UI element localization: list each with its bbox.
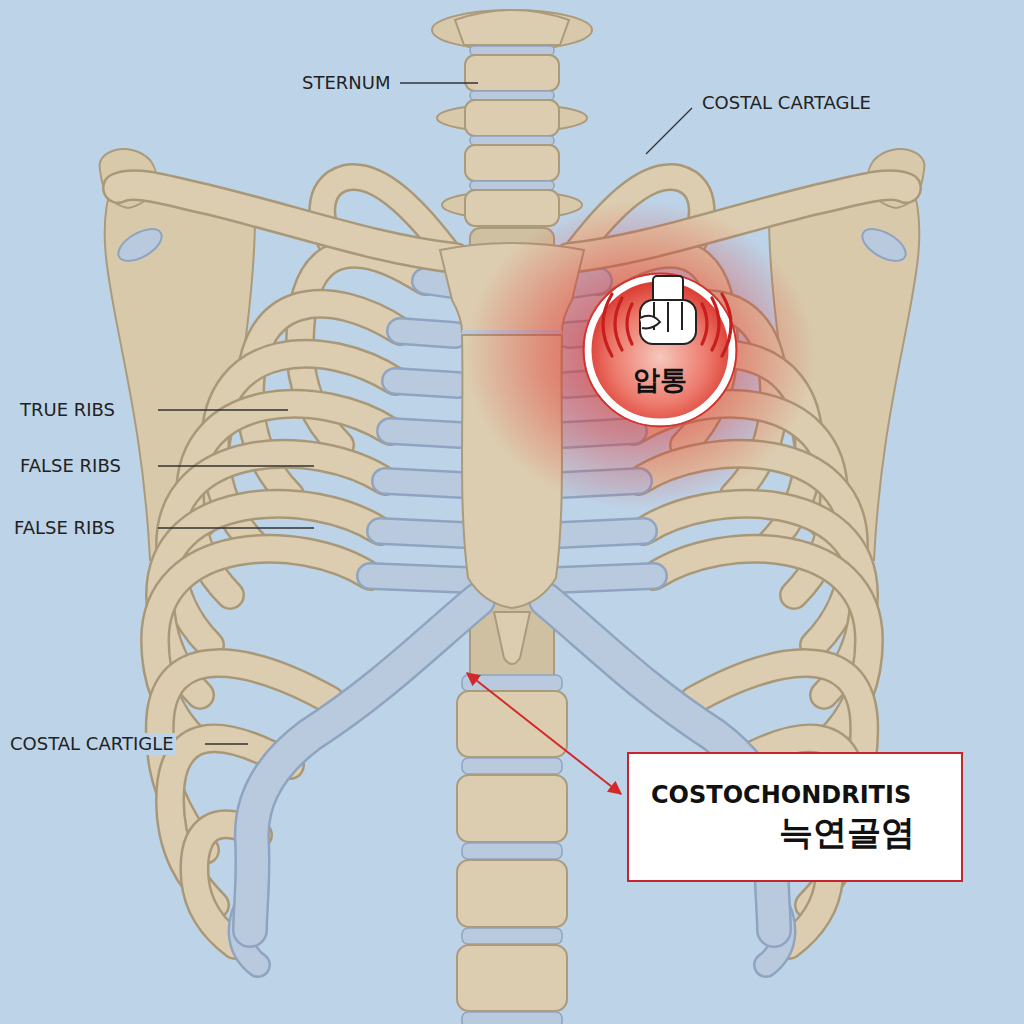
disc — [462, 928, 562, 944]
left-ribs — [155, 177, 478, 965]
pain-waves — [603, 294, 731, 356]
vertebra — [465, 100, 559, 136]
leader-line — [205, 743, 248, 744]
part-label: COSTAL CARTIGLE — [8, 733, 176, 755]
fist-icon — [640, 276, 696, 344]
pain-glow — [465, 200, 815, 510]
disc — [462, 1012, 562, 1024]
leader-line — [158, 465, 314, 466]
disc — [462, 843, 562, 859]
node-heading: COSTOCHONDRITIS — [651, 780, 941, 810]
vertebra — [457, 860, 567, 927]
part-label: STERNUM — [300, 72, 392, 94]
part-label: COSTAL CARTAGLE — [700, 92, 873, 114]
leader-line — [158, 409, 288, 410]
disc — [470, 46, 554, 55]
vertebra — [465, 190, 559, 226]
leader-line — [158, 527, 314, 528]
node-text: 늑연골염 — [651, 810, 941, 854]
spine — [432, 10, 592, 1024]
vertebra — [457, 775, 567, 842]
disc — [462, 675, 562, 691]
part-label: FALSE RIBS — [12, 517, 117, 539]
xiphoid — [494, 612, 530, 664]
clavicle — [118, 185, 455, 258]
pointer-arrow — [467, 673, 621, 794]
node-heading: 압통 — [582, 362, 738, 398]
disc — [470, 91, 554, 100]
leader-line — [646, 108, 692, 154]
badge-shape — [582, 272, 738, 428]
vertebra — [455, 10, 569, 45]
part-label: FALSE RIBS — [18, 455, 123, 477]
tenderness-badge: 압통 — [582, 272, 738, 428]
vertebra — [457, 945, 567, 1011]
disc — [470, 181, 554, 190]
disc — [462, 758, 562, 774]
leader-line — [400, 82, 478, 83]
vertebra — [465, 55, 559, 91]
diagnosis-box: COSTOCHONDRITIS늑연골염 — [627, 752, 963, 882]
leader-lines — [158, 83, 692, 744]
vertebra — [465, 145, 559, 181]
atlas — [432, 10, 592, 50]
badge-circle — [588, 278, 732, 422]
badge-ring — [584, 274, 737, 427]
part-label: TRUE RIBS — [18, 399, 117, 421]
vertebra — [457, 691, 567, 757]
disc — [470, 136, 554, 145]
